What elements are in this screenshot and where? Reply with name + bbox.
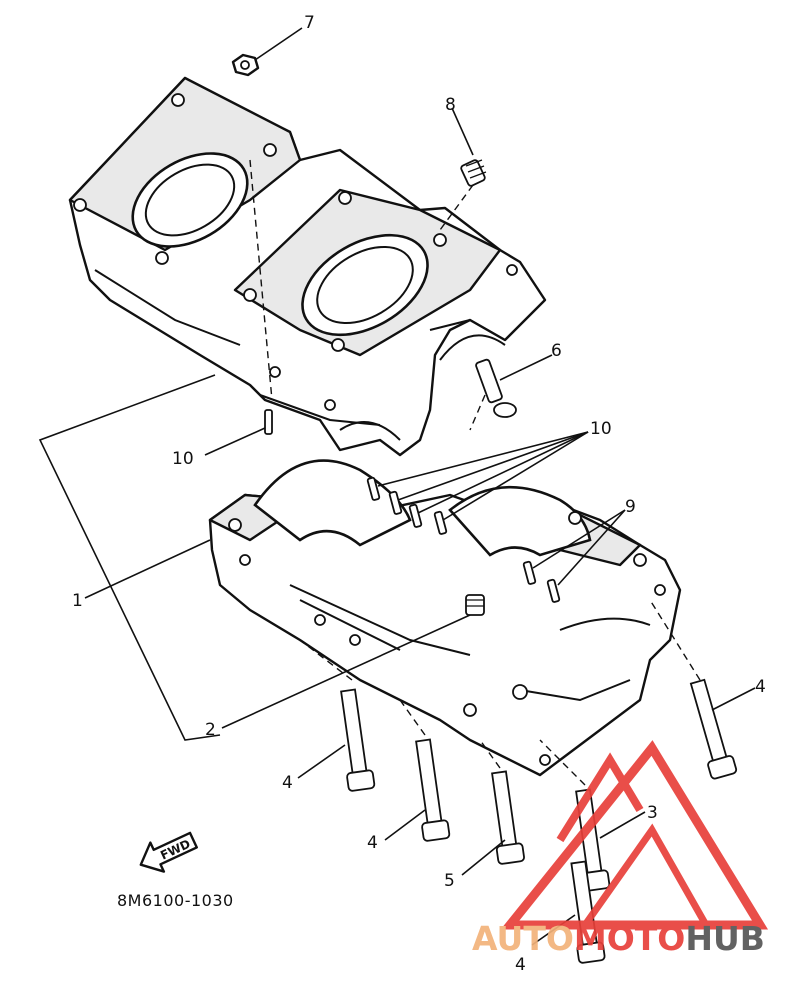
- leader-lines: [38, 27, 756, 946]
- callout-6: 6: [551, 341, 562, 361]
- callout-10-right: 10: [590, 419, 612, 439]
- callout-4-left: 4: [282, 773, 293, 793]
- upper-crankcase: [68, 76, 547, 457]
- bolt-part-6: [475, 358, 517, 418]
- plug-part-2: [465, 594, 485, 616]
- crankcase-bolts: [340, 678, 738, 964]
- watermark-logo: [500, 740, 769, 930]
- forward-arrow: FWD: [139, 831, 198, 873]
- callout-2: 2: [205, 720, 216, 740]
- lower-crankcase: [208, 459, 682, 777]
- callout-5: 5: [444, 871, 455, 891]
- dowel-pins: [264, 409, 561, 603]
- callout-4-right: 4: [755, 677, 766, 697]
- callout-4-bottom: 4: [515, 955, 526, 975]
- watermark-text-auto: AUTO: [472, 919, 574, 958]
- nut-part-7: [231, 53, 260, 77]
- drawing-code: 8M6100-1030: [117, 891, 234, 910]
- callout-3: 3: [647, 803, 658, 823]
- callout-8: 8: [445, 95, 456, 115]
- callout-1: 1: [72, 591, 83, 611]
- assembly-guide-lines: [249, 159, 701, 786]
- callout-10-left: 10: [172, 449, 194, 469]
- watermark-text-hub: HUB: [685, 919, 765, 958]
- watermark-text: AUTOMOTOHUB: [472, 919, 765, 958]
- watermark-text-moto: MOTO: [574, 919, 685, 958]
- callout-labels: 1 2 3 4 4 4 4 4 5 6 7 8 9 10 10: [72, 13, 766, 975]
- plug-part-8: [460, 159, 487, 187]
- watermark: AUTOMOTOHUB: [472, 740, 769, 958]
- callout-9: 9: [625, 497, 636, 517]
- callout-7: 7: [304, 13, 315, 33]
- callout-4-middle: 4: [367, 833, 378, 853]
